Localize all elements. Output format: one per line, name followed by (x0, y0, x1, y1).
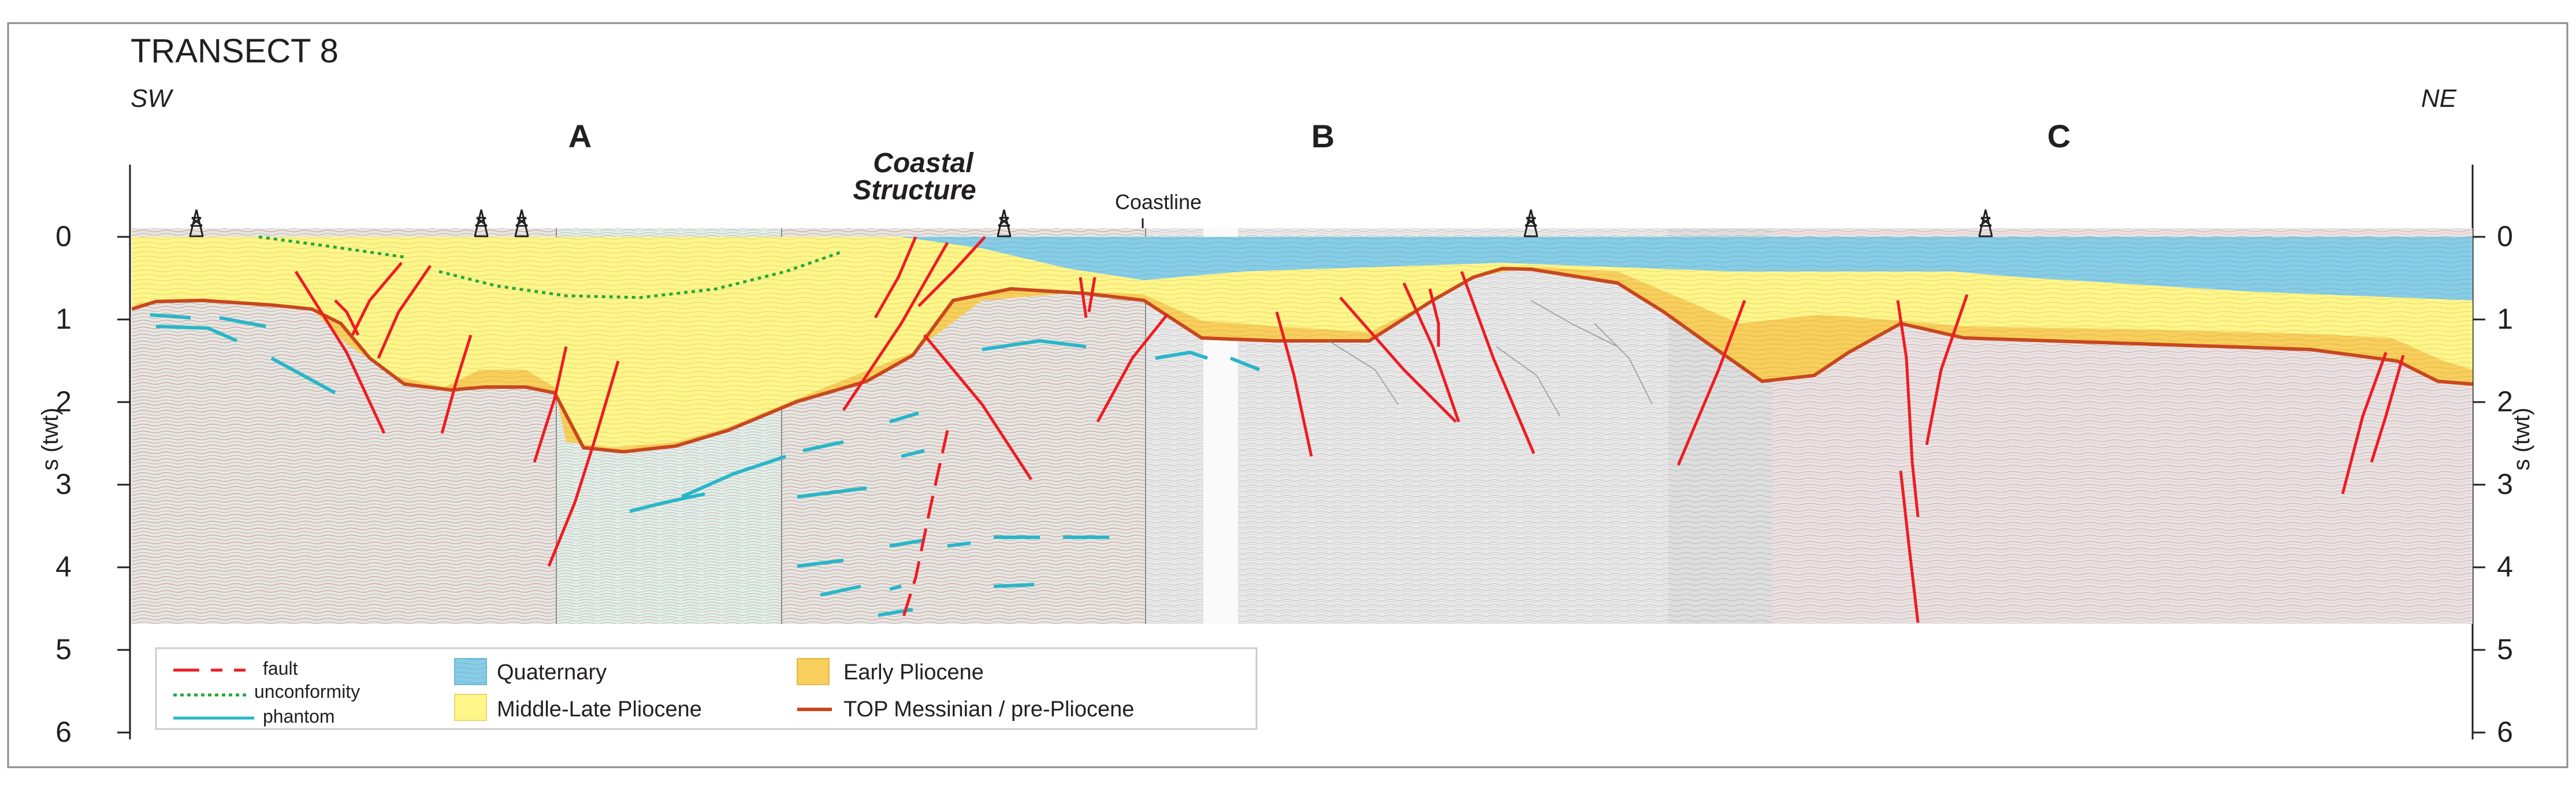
coastal-structure-label-2: Structure (853, 175, 976, 206)
legend-quaternary-swatch (454, 658, 487, 685)
well-icon (1978, 209, 1993, 237)
left-axis-label: s (twt) (38, 408, 63, 471)
legend: fault unconformity phantom Quaternary Mi… (155, 647, 1258, 730)
top-messinian-line (132, 266, 2473, 454)
legend-top-messinian-label: TOP Messinian / pre-Pliocene (843, 697, 1134, 722)
faults (294, 236, 2405, 624)
section-label-c: C (2047, 118, 2071, 154)
left-tick-2: 2 (55, 385, 72, 418)
left-tick-6: 6 (55, 716, 72, 748)
section-label-a: A (568, 118, 592, 154)
legend-box (155, 647, 1258, 730)
legend-quaternary-label: Quaternary (497, 660, 607, 685)
right-tick-4: 4 (2497, 551, 2513, 583)
transect-title: TRANSECT 8 (131, 32, 339, 70)
right-tick-2: 2 (2497, 385, 2513, 418)
left-tick-0: 0 (55, 220, 72, 252)
right-tick-1: 1 (2497, 303, 2513, 335)
direction-ne: NE (2421, 84, 2457, 113)
well-icon (189, 209, 204, 237)
direction-sw: SW (131, 84, 173, 113)
seismic-section (132, 228, 2473, 624)
left-tick-1: 1 (55, 303, 72, 335)
right-tick-3: 3 (2497, 468, 2513, 500)
legend-early-pliocene-swatch (797, 658, 830, 685)
section-label-b: B (1311, 118, 1335, 154)
coastline-label: Coastline (1115, 190, 1202, 214)
coastal-structure-label-1: Coastal (873, 148, 974, 179)
left-tick-5: 5 (55, 633, 72, 666)
legend-early-pliocene-label: Early Pliocene (843, 660, 984, 685)
well-icons (189, 209, 1993, 237)
left-tick-4: 4 (55, 551, 72, 583)
right-axis-label: s (twt) (2509, 408, 2534, 471)
legend-middle-late-pliocene-swatch (454, 694, 487, 721)
well-icon (514, 209, 529, 237)
secondary-faults (1328, 300, 1653, 417)
legend-middle-late-pliocene-label: Middle-Late Pliocene (497, 697, 702, 722)
well-icon (1523, 209, 1538, 237)
legend-unconformity-label: unconformity (254, 681, 360, 702)
phantom-horizons (150, 313, 1261, 617)
unconformity-line (258, 235, 844, 299)
right-tick-5: 5 (2497, 633, 2513, 666)
legend-fault-label: fault (263, 658, 298, 679)
right-tick-0: 0 (2497, 220, 2513, 252)
left-axis: 0 1 2 3 4 5 6 s (twt) (38, 165, 131, 748)
left-tick-3: 3 (55, 468, 72, 500)
legend-phantom-label: phantom (263, 706, 335, 727)
right-tick-6: 6 (2497, 716, 2513, 748)
well-icon (997, 209, 1012, 237)
quaternary-layer (901, 237, 2473, 300)
well-icon (474, 209, 489, 237)
